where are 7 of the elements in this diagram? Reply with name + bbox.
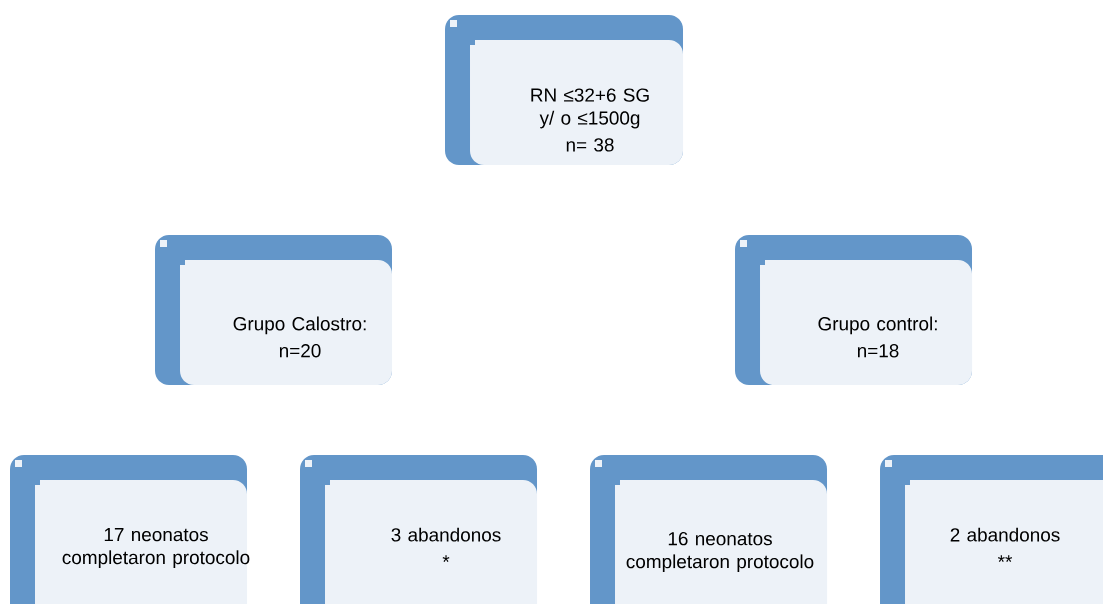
process-box: RN ≤32+6 SG y/ o ≤1500g n= 38: [445, 15, 683, 165]
process-box: Grupo control: n=18: [735, 235, 972, 385]
process-box: Grupo Calostro: n=20: [155, 235, 392, 385]
process-box: 3 abandonos *: [300, 455, 537, 604]
process-box: 2 abandonos **: [880, 455, 1103, 604]
process-box: 16 neonatos completaron protocolo: [590, 455, 827, 604]
process-box: 17 neonatos completaron protocolo: [10, 455, 250, 604]
